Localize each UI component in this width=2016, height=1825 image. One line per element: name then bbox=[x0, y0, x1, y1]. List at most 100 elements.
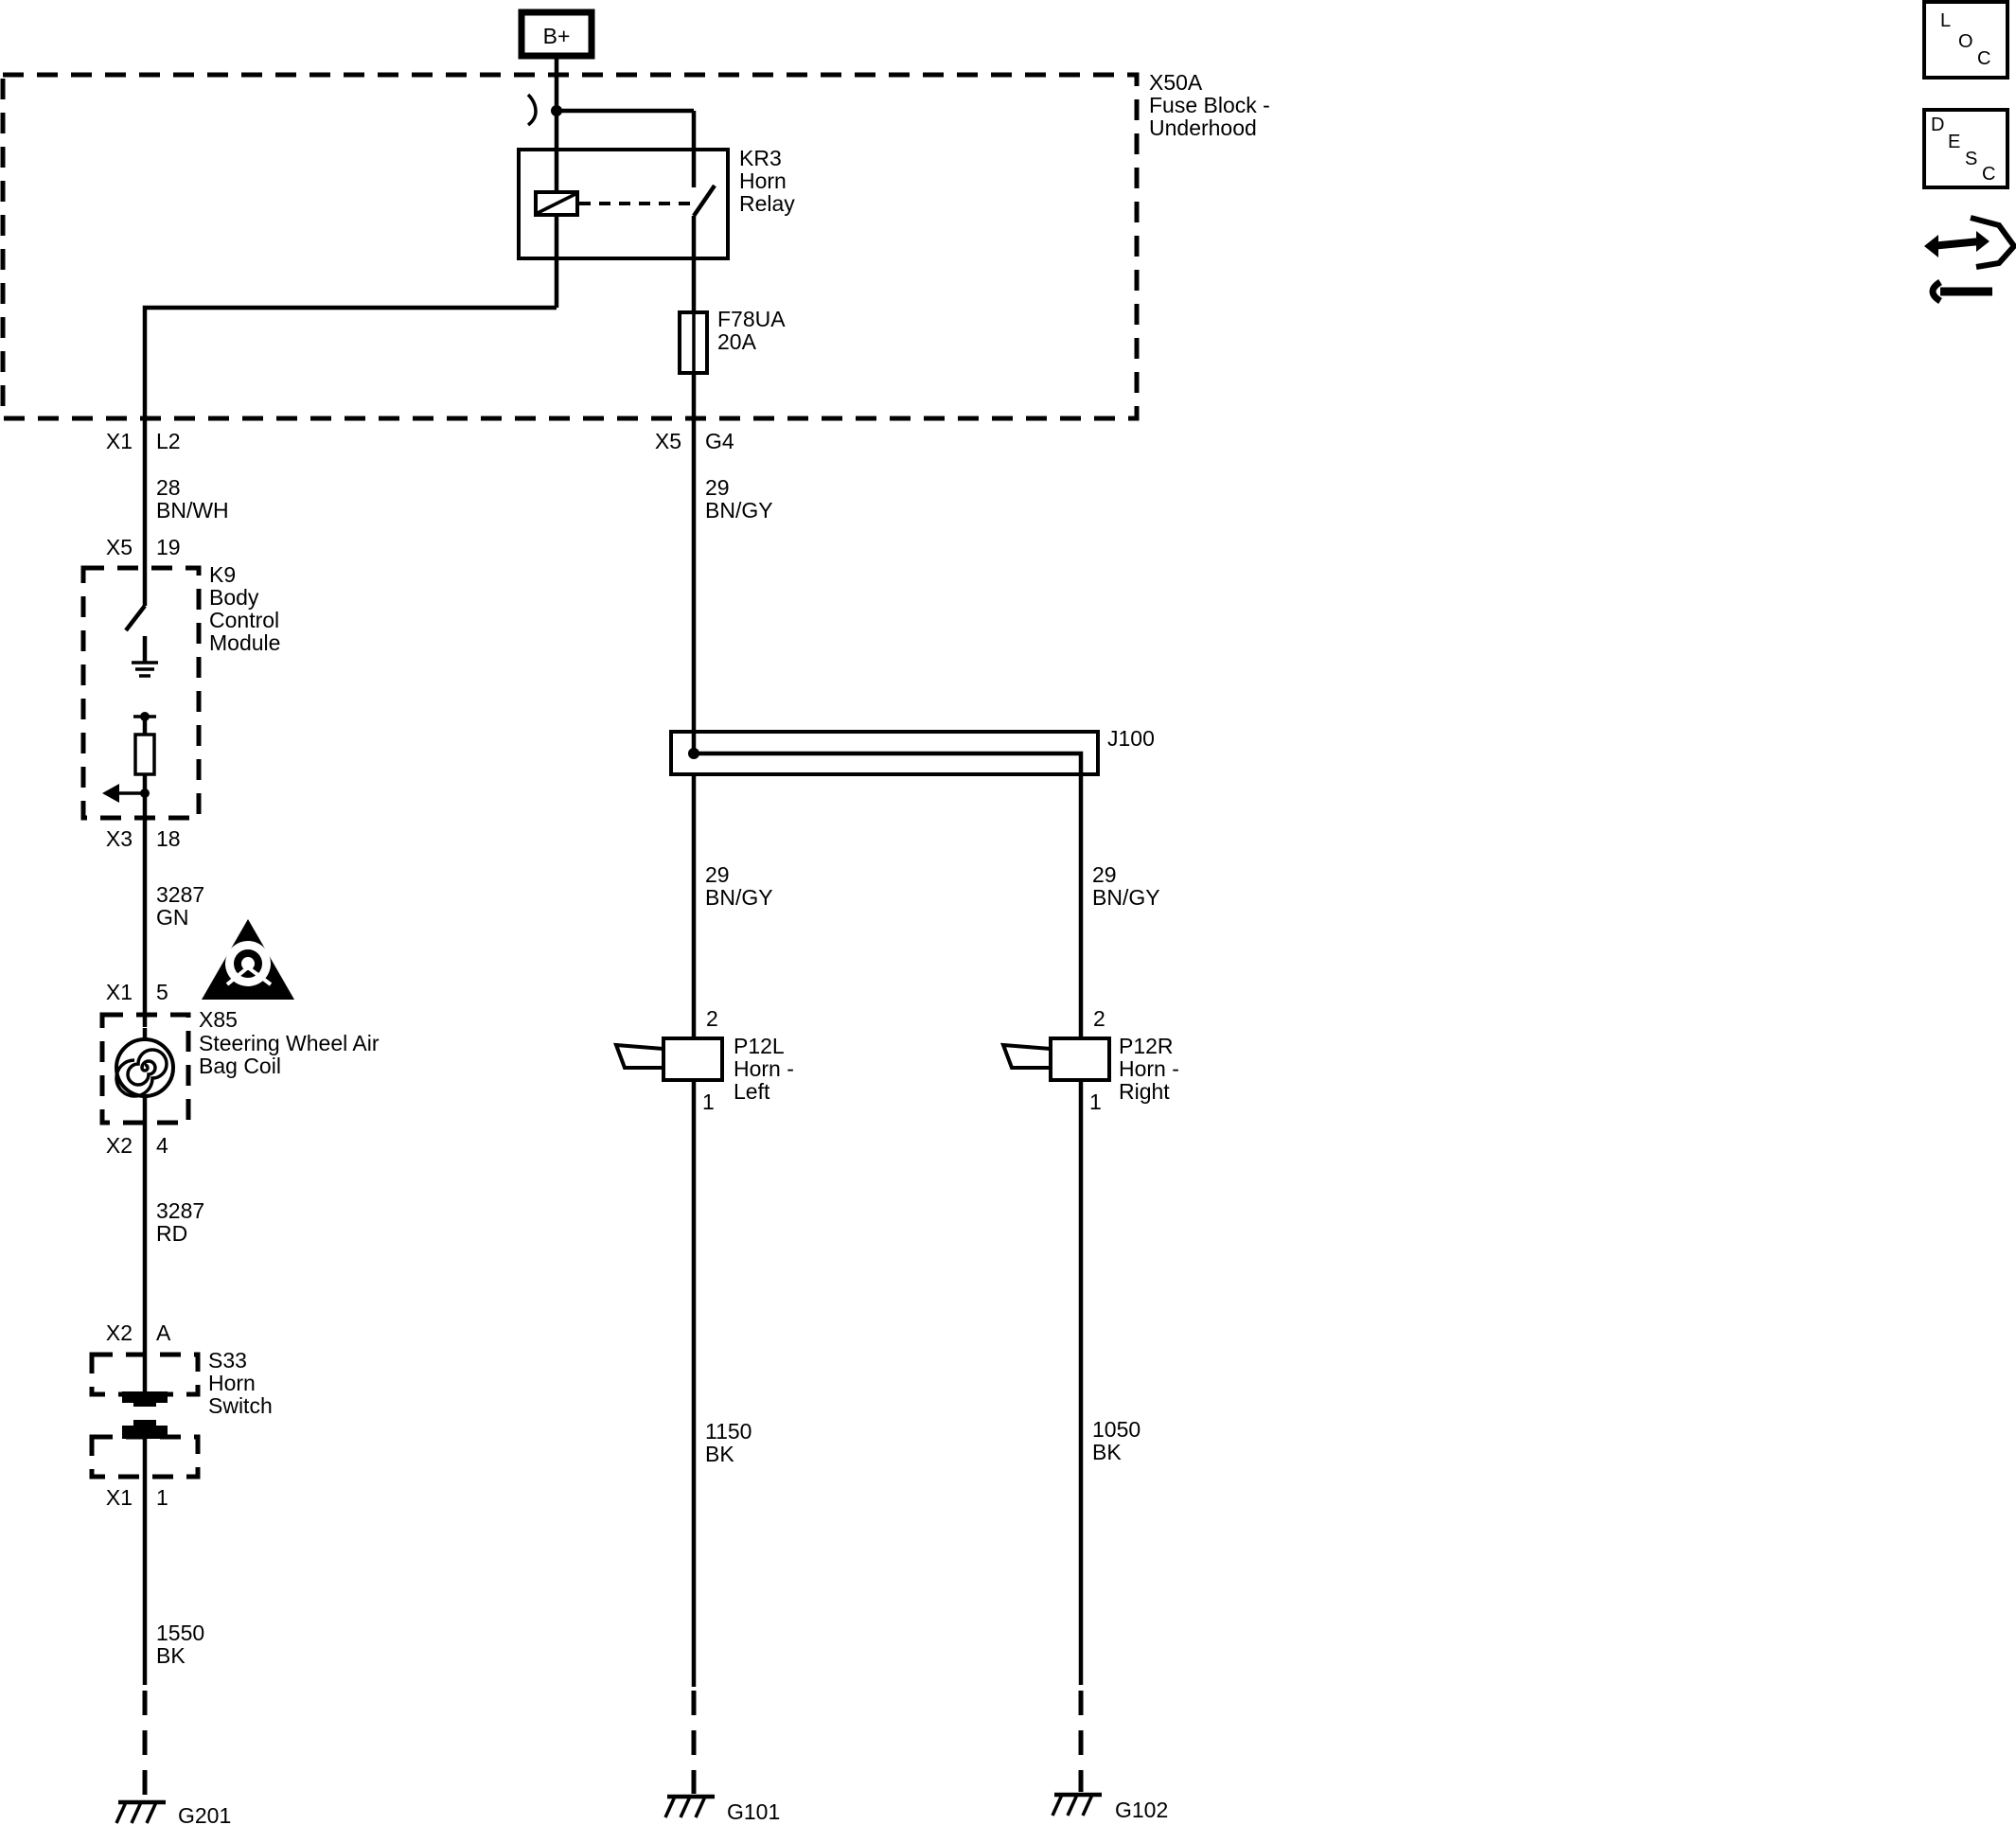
connector-x5-g4: X5 G4 bbox=[655, 429, 734, 453]
splice-j100 bbox=[669, 730, 1100, 776]
svg-text:S: S bbox=[1965, 149, 1977, 169]
svg-text:KR3: KR3 bbox=[739, 146, 782, 170]
svg-text:1550: 1550 bbox=[156, 1621, 204, 1645]
svg-text:29: 29 bbox=[705, 475, 730, 500]
ground-g102-icon bbox=[1051, 1792, 1102, 1816]
bcm-label: K9 Body Control Module bbox=[209, 562, 280, 655]
ground-g101-icon bbox=[663, 1794, 715, 1818]
svg-text:BN/WH: BN/WH bbox=[156, 498, 229, 523]
location-icon[interactable]: L O C bbox=[1922, 0, 2009, 80]
wire-29-right-label: 29 BN/GY bbox=[1092, 862, 1160, 910]
horn-switch[interactable] bbox=[89, 1352, 201, 1685]
svg-text:Right: Right bbox=[1119, 1079, 1170, 1104]
horn-right-pin-2: 2 bbox=[1093, 1006, 1105, 1031]
svg-text:Horn -: Horn - bbox=[1119, 1056, 1179, 1081]
svg-text:P12L: P12L bbox=[734, 1034, 785, 1058]
diagnostic-hand-wrench-icon[interactable] bbox=[1924, 215, 2016, 304]
svg-text:Relay: Relay bbox=[739, 191, 795, 216]
svg-text:19: 19 bbox=[156, 535, 181, 559]
svg-text:G4: G4 bbox=[705, 429, 734, 453]
connector-x2-4: X2 4 bbox=[106, 1133, 168, 1158]
svg-text:E: E bbox=[1948, 132, 1960, 152]
battery-positive-label: B+ bbox=[543, 24, 571, 48]
horn-switch-label: S33 Horn Switch bbox=[208, 1348, 273, 1418]
connector-x2-a: X2 A bbox=[106, 1320, 171, 1345]
connector-x5-19: X5 19 bbox=[106, 535, 181, 559]
wire-1150-label: 1150 BK bbox=[705, 1419, 752, 1466]
svg-text:D: D bbox=[1931, 115, 1944, 135]
svg-text:L: L bbox=[1940, 10, 1951, 31]
fuse-block-label: X50A Fuse Block - Underhood bbox=[1149, 70, 1270, 140]
svg-text:P12R: P12R bbox=[1119, 1034, 1174, 1058]
fuse-block-boundary bbox=[0, 72, 1140, 421]
svg-text:Horn -: Horn - bbox=[734, 1056, 794, 1081]
svg-text:X1: X1 bbox=[106, 980, 133, 1004]
svg-text:K9: K9 bbox=[209, 562, 236, 587]
horn-right-pin-1: 1 bbox=[1089, 1090, 1102, 1114]
svg-text:29: 29 bbox=[705, 862, 730, 887]
ground-g201-label: G201 bbox=[178, 1803, 231, 1825]
wire-1550-label: 1550 BK bbox=[156, 1621, 204, 1668]
svg-text:RD: RD bbox=[156, 1221, 187, 1246]
connector-x1-5: X1 5 bbox=[106, 980, 168, 1004]
svg-text:X2: X2 bbox=[106, 1133, 133, 1158]
svg-text:Horn: Horn bbox=[739, 168, 787, 193]
svg-text:Fuse Block -: Fuse Block - bbox=[1149, 93, 1270, 117]
svg-text:Horn: Horn bbox=[208, 1371, 256, 1395]
svg-text:4: 4 bbox=[156, 1133, 168, 1158]
svg-text:A: A bbox=[156, 1320, 171, 1345]
svg-text:S33: S33 bbox=[208, 1348, 247, 1373]
horn-right-label: P12R Horn - Right bbox=[1119, 1034, 1179, 1104]
bcm-pullup-resistor-icon bbox=[133, 733, 156, 776]
svg-text:BN/GY: BN/GY bbox=[705, 498, 773, 523]
horn-fuse-label: F78UA 20A bbox=[717, 307, 786, 354]
svg-text:20A: 20A bbox=[717, 329, 757, 354]
bcm-boundary bbox=[80, 565, 202, 821]
svg-text:1150: 1150 bbox=[705, 1419, 752, 1444]
svg-text:BK: BK bbox=[705, 1442, 734, 1466]
horn-left-pin-1: 1 bbox=[702, 1090, 715, 1114]
horn-right-icon bbox=[1000, 1042, 1052, 1070]
wire-3287-rd-label: 3287 RD bbox=[156, 1198, 204, 1246]
connector-x1-l2: X1 L2 bbox=[106, 429, 181, 453]
svg-text:X5: X5 bbox=[106, 535, 133, 559]
svg-text:BK: BK bbox=[156, 1643, 186, 1668]
horn-left-label: P12L Horn - Left bbox=[734, 1034, 794, 1104]
svg-text:1050: 1050 bbox=[1092, 1417, 1141, 1442]
svg-text:GN: GN bbox=[156, 905, 189, 930]
airbag-coil-label: X85 Steering Wheel Air Bag Coil bbox=[199, 1007, 380, 1078]
airbag-warning-icon bbox=[202, 919, 294, 1000]
svg-text:C: C bbox=[1982, 164, 1995, 185]
horn-relay-label: KR3 Horn Relay bbox=[739, 146, 795, 216]
horn-relay bbox=[517, 111, 730, 312]
splice-j100-label: J100 bbox=[1107, 726, 1155, 751]
svg-text:X2: X2 bbox=[106, 1320, 133, 1345]
svg-text:Bag Coil: Bag Coil bbox=[199, 1054, 281, 1078]
svg-text:Steering Wheel Air: Steering Wheel Air bbox=[199, 1031, 380, 1055]
svg-text:BK: BK bbox=[1092, 1440, 1122, 1464]
relay-switch-contact-icon bbox=[692, 184, 716, 218]
svg-text:BN/GY: BN/GY bbox=[1092, 885, 1160, 910]
bcm-switch-icon bbox=[124, 604, 147, 632]
svg-text:3287: 3287 bbox=[156, 1198, 204, 1223]
ground-g201-icon bbox=[115, 1799, 166, 1824]
battery-positive-terminal: B+ bbox=[518, 9, 595, 60]
clockspring-coil-icon bbox=[115, 1037, 175, 1098]
horn-left bbox=[613, 1037, 724, 1082]
fuse-block-entry-hook bbox=[526, 93, 538, 127]
connector-x3-18: X3 18 bbox=[106, 826, 181, 851]
wire-3287-gn-label: 3287 GN bbox=[156, 882, 204, 930]
svg-text:Underhood: Underhood bbox=[1149, 115, 1257, 140]
svg-text:3287: 3287 bbox=[156, 882, 204, 907]
airbag-coil-boundary bbox=[99, 1012, 191, 1125]
svg-text:1: 1 bbox=[156, 1485, 168, 1510]
wire-28-label: 28 BN/WH bbox=[156, 475, 229, 523]
ground-g101-label: G101 bbox=[727, 1799, 780, 1824]
svg-text:L2: L2 bbox=[156, 429, 181, 453]
svg-text:Left: Left bbox=[734, 1079, 770, 1104]
horn-right bbox=[1000, 1037, 1111, 1082]
svg-text:F78UA: F78UA bbox=[717, 307, 786, 331]
svg-text:Body: Body bbox=[209, 585, 259, 610]
description-icon[interactable]: D E S C bbox=[1922, 108, 2009, 189]
svg-text:X5: X5 bbox=[655, 429, 681, 453]
